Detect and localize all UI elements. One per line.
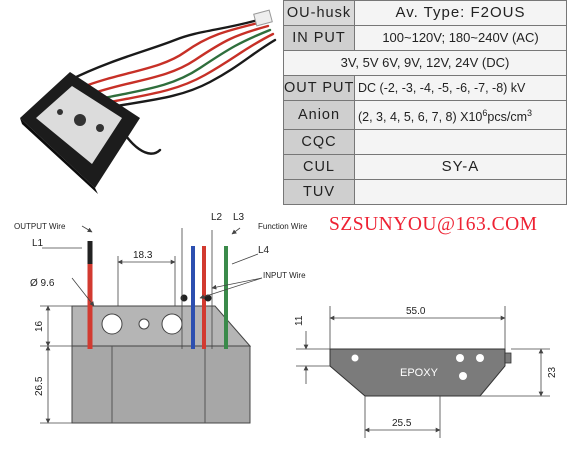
side-view-top [71, 305, 252, 347]
mount-hole [138, 318, 150, 330]
dim-25-5: 25.5 [392, 418, 412, 429]
table-row: CQC [283, 129, 567, 156]
table-row: OUT PUT DC (-2, -3, -4, -5, -6, -7, -8) … [283, 75, 567, 101]
function-wire-label: Function Wire [258, 222, 308, 231]
epoxy-label: EPOXY [400, 367, 439, 379]
table-row: Anion (2, 3, 4, 5, 6, 7, 8) X106pcs/cm3 [283, 99, 567, 131]
mount-hole [351, 354, 359, 362]
spec-label: TUV [283, 179, 355, 206]
spec-value: SY-A [354, 154, 567, 181]
spec-value [354, 129, 567, 156]
dim-26-5: 26.5 [34, 376, 45, 396]
anion-unit: pcs/cm [487, 110, 527, 125]
table-row: TUV [283, 179, 567, 206]
input-wire-label: INPUT Wire [263, 271, 306, 280]
dim-9-6: Ø 9.6 [30, 278, 55, 289]
side-view [71, 241, 252, 424]
contact-email: SZSUNYOU@163.COM [329, 214, 538, 235]
mount-hole [476, 354, 484, 362]
spec-value: 100~120V; 180~240V (AC) [354, 25, 567, 51]
product-photo [0, 0, 281, 205]
spec-label: CQC [283, 129, 355, 156]
dim-16: 16 [34, 320, 45, 332]
dim-23: 23 [547, 366, 558, 378]
l3-label: L3 [233, 212, 245, 223]
spec-value [354, 179, 567, 206]
table-row: IN PUT 100~120V; 180~240V (AC) [283, 25, 567, 51]
spec-label: OU-husk [283, 0, 355, 26]
spec-value: DC (-2, -3, -4, -5, -6, -7, -8) kV [354, 75, 567, 101]
dimension-diagram: OUTPUT Wire L1 L2 L3 Function Wire L4 IN… [14, 212, 558, 438]
spec-value: (2, 3, 4, 5, 6, 7, 8) X106pcs/cm3 [354, 99, 567, 131]
spec-value: Av. Type: F2OUS [354, 0, 567, 26]
mount-hole [161, 313, 183, 335]
mount-hole [456, 354, 464, 362]
table-row: 3V, 5V 6V, 9V, 12V, 24V (DC) [283, 50, 567, 76]
mount-hole [101, 313, 123, 335]
spec-label: CUL [283, 154, 355, 181]
side-view-body [71, 345, 251, 424]
dim-18-3: 18.3 [133, 250, 153, 261]
spec-table: OU-husk Av. Type: F2OUS IN PUT 100~120V;… [283, 0, 567, 206]
mount-hole [459, 372, 467, 380]
spec-label: Anion [283, 99, 355, 131]
spec-label: IN PUT [283, 25, 355, 51]
spec-label: OUT PUT [283, 75, 355, 101]
anion-exponent: 6 [482, 108, 488, 118]
spec-value: 3V, 5V 6V, 9V, 12V, 24V (DC) [283, 50, 567, 76]
table-row: OU-husk Av. Type: F2OUS [283, 0, 567, 26]
l1-label: L1 [32, 238, 44, 249]
anion-value: (2, 3, 4, 5, 6, 7, 8) X10 [358, 110, 483, 125]
output-wire-label: OUTPUT Wire [14, 222, 66, 231]
dim-55: 55.0 [406, 306, 426, 317]
dim-11: 11 [294, 315, 305, 326]
l4-label: L4 [258, 245, 270, 256]
table-row: CUL SY-A [283, 154, 567, 181]
anion-unit-exponent: 3 [527, 108, 533, 118]
l2-label: L2 [211, 212, 223, 223]
